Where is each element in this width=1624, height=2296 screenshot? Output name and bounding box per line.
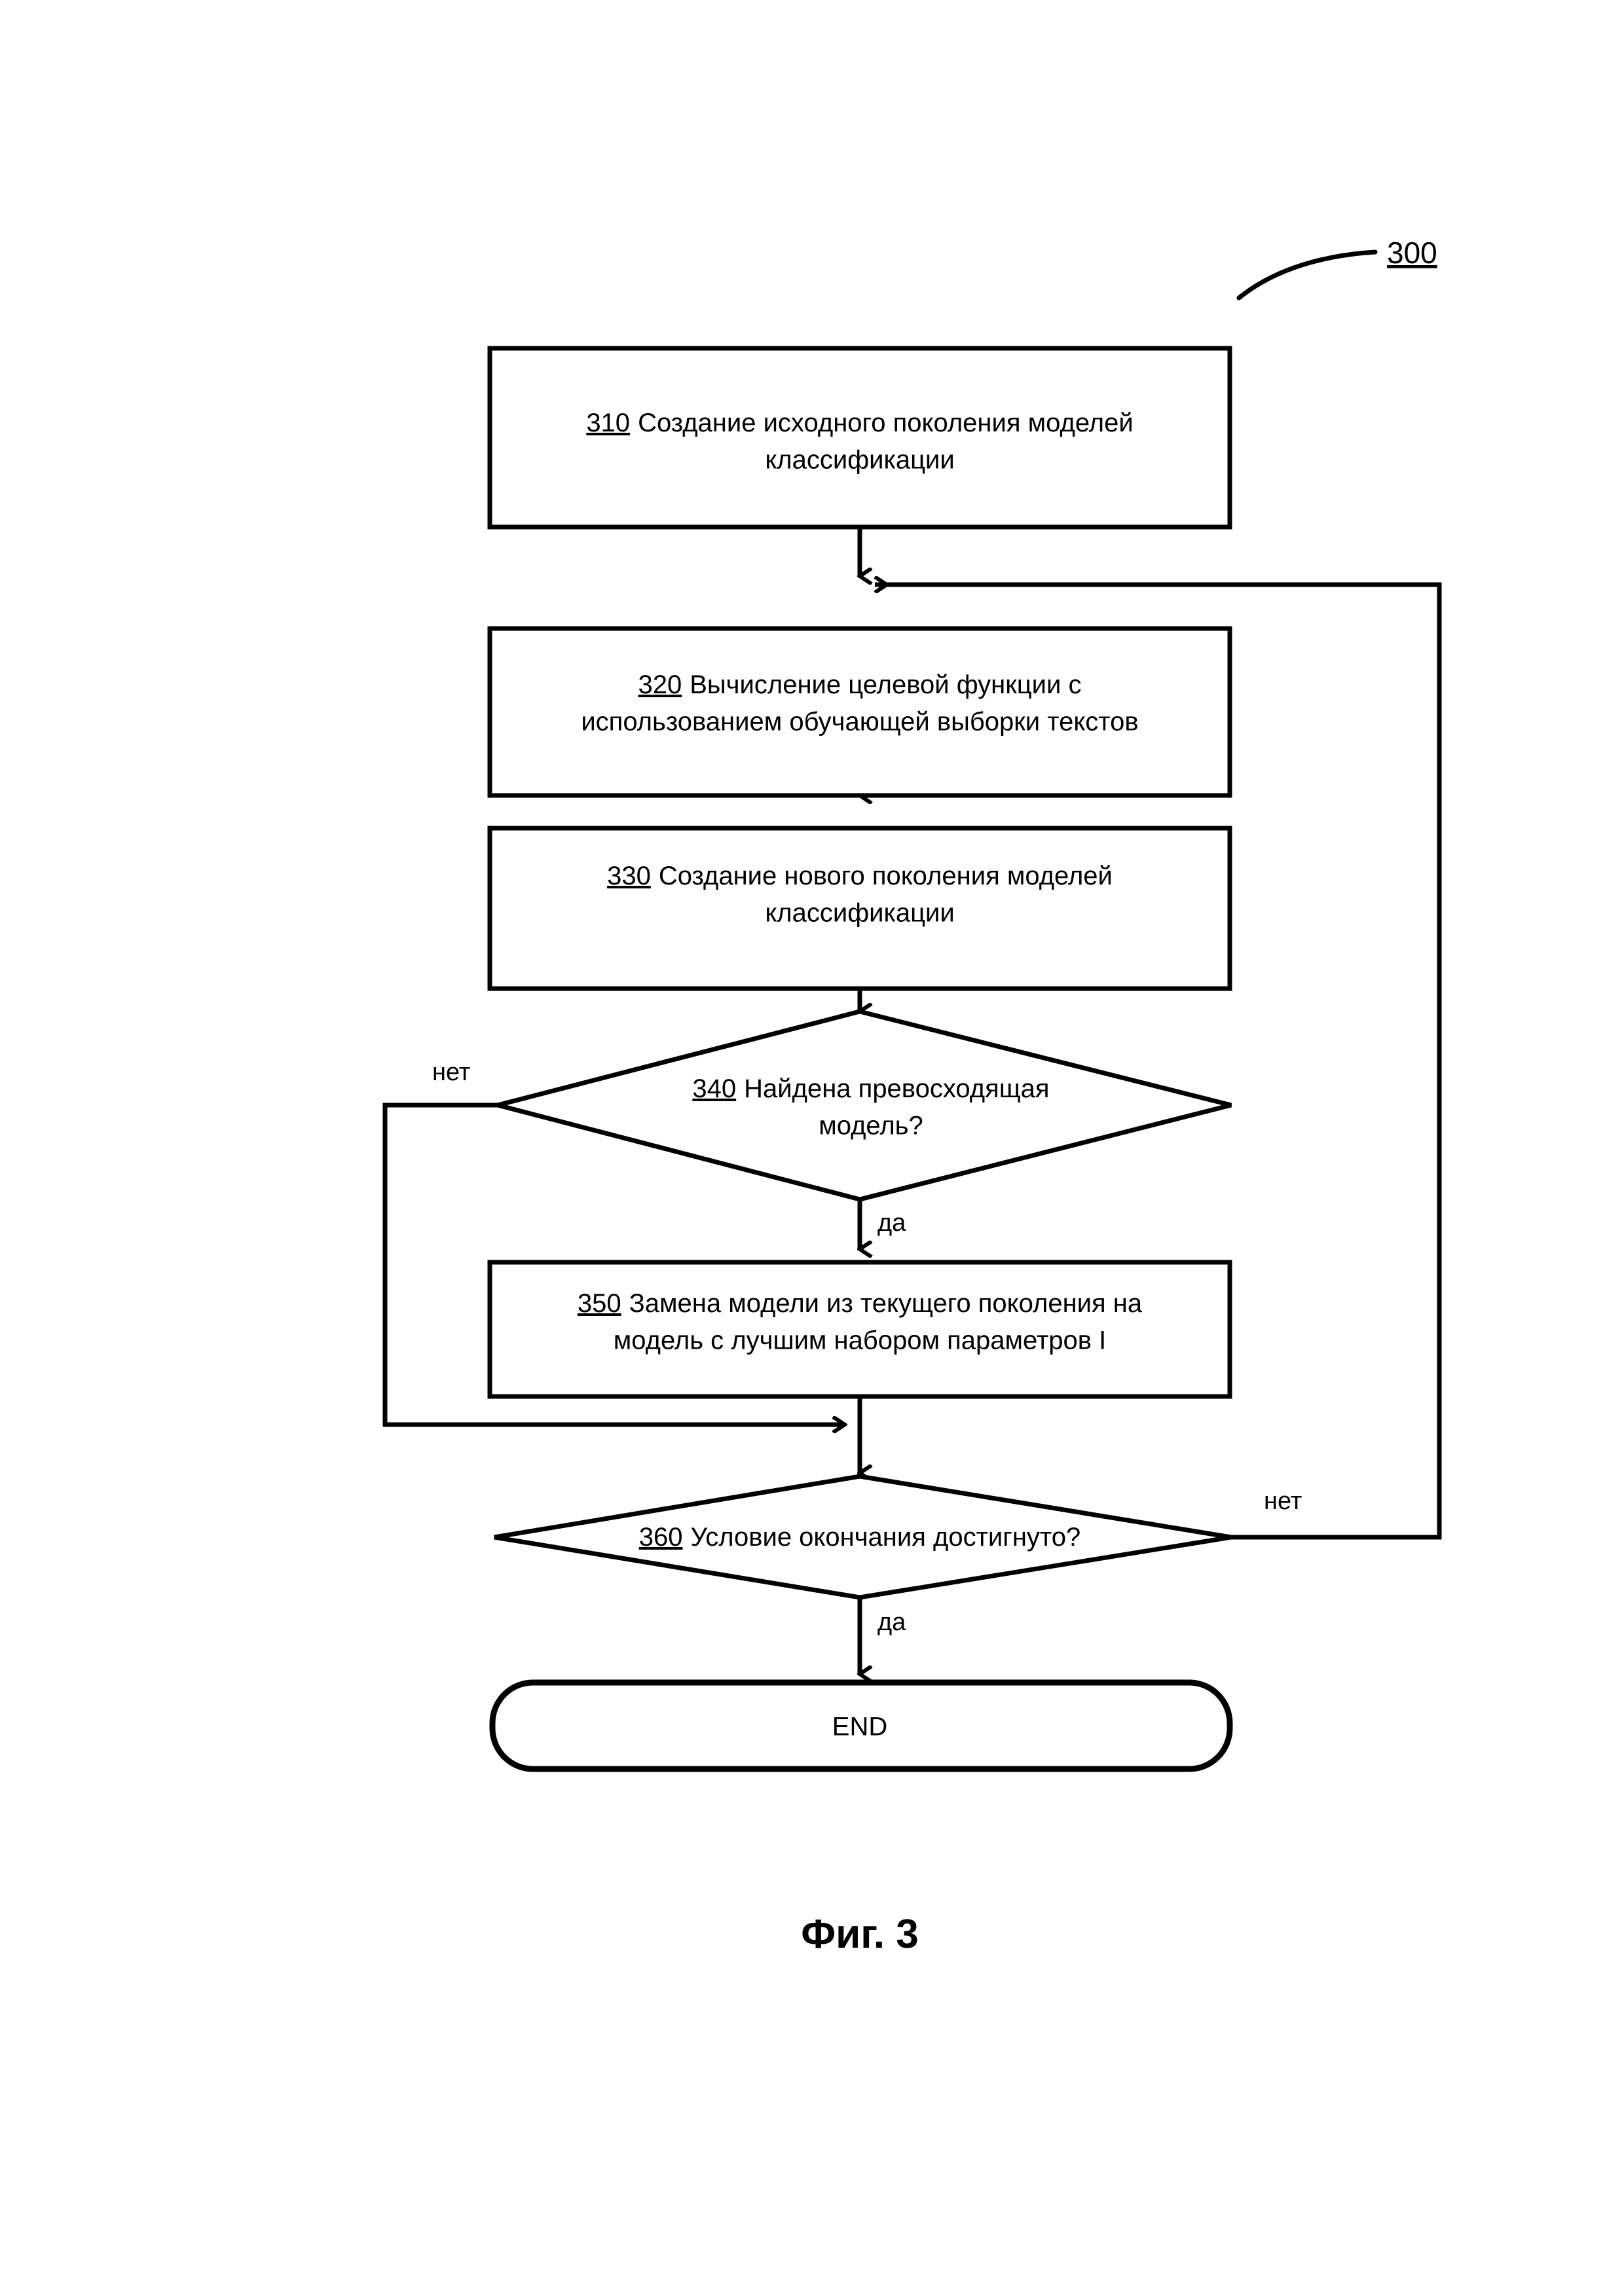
node-340[interactable]: 340 Найдена превосходящая модель? нет да (432, 1009, 1232, 1237)
node-350[interactable]: 350 Замена модели из текущего поколения н… (487, 1260, 1232, 1399)
connector-340-no-loop (382, 1102, 845, 1425)
node-330[interactable]: 330 Создание нового поколения моделей кла… (487, 826, 1232, 991)
node-330-ref: 330 (607, 862, 651, 890)
edge-label-340-yes: да (877, 1209, 906, 1237)
node-350-box (487, 1260, 1232, 1399)
node-330-line-1: 330 Создание нового поколения моделей (607, 862, 1113, 890)
node-340-diamond (489, 1009, 1232, 1202)
edge-label-360-yes: да (877, 1609, 906, 1636)
diagram-ref-leader (1236, 249, 1378, 301)
node-330-line-2: классификации (765, 899, 954, 928)
node-340-line-2: модель? (819, 1112, 923, 1140)
node-310-line-1: 310 Создание исходного поколения моделей (586, 409, 1133, 437)
node-310-ref: 310 (586, 409, 630, 437)
node-320-text-1: Вычисление целевой функции с (690, 670, 1081, 699)
node-330-box (487, 826, 1232, 991)
node-360-ref: 360 (639, 1523, 683, 1552)
edge-label-360-no: нет (1264, 1487, 1302, 1515)
diagram-ref-label: 300 (1387, 236, 1437, 270)
node-310-box (487, 346, 1232, 530)
node-350-text-1: Замена модели из текущего поколения на (629, 1289, 1143, 1318)
node-330-text-1: Создание нового поколения моделей (659, 862, 1113, 890)
edge-label-340-no: нет (432, 1059, 470, 1086)
node-310-line-2: классификации (765, 446, 954, 475)
node-340-line-1: 340 Найдена превосходящая (692, 1074, 1049, 1103)
node-end-shape (489, 1679, 1233, 1772)
connector-360-no-loop (875, 585, 1442, 1540)
node-320-box (487, 626, 1232, 798)
node-310-text-1: Создание исходного поколения моделей (638, 409, 1134, 437)
node-350-line-2: модель с лучшим набором параметров I (614, 1326, 1106, 1355)
node-end[interactable]: END (489, 1679, 1233, 1772)
node-360-diamond (494, 1474, 1232, 1600)
node-350-ref: 350 (578, 1289, 621, 1318)
node-340-text-1: Найдена превосходящая (744, 1074, 1049, 1103)
node-360-text-1: Условие окончания достигнуто? (690, 1523, 1080, 1552)
node-end-label: END (832, 1713, 887, 1741)
node-350-line-1: 350 Замена модели из текущего поколения н… (578, 1289, 1143, 1318)
figure-caption: Фиг. 3 (801, 1912, 919, 1957)
node-320-line-2: использованием обучающей выборки текстов (581, 708, 1138, 737)
node-340-ref: 340 (692, 1074, 736, 1103)
node-320-ref: 320 (638, 670, 682, 699)
node-320-line-1: 320 Вычисление целевой функции с (638, 670, 1082, 699)
node-320[interactable]: 320 Вычисление целевой функции с использо… (487, 626, 1232, 798)
